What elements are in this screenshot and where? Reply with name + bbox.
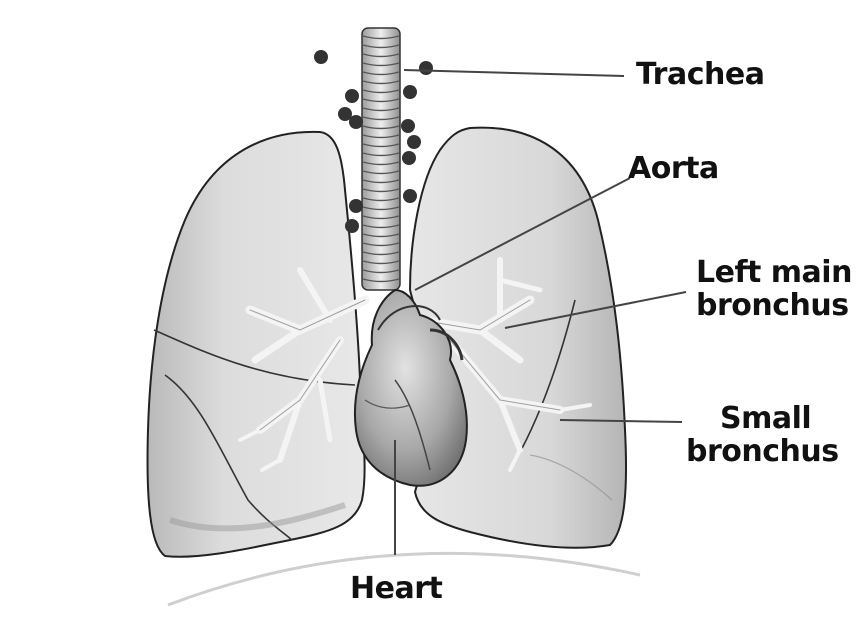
label-left-main-bronchus-line2: bronchus <box>696 289 852 322</box>
dot-marker <box>345 219 359 233</box>
label-small-bronchus: Small bronchus <box>686 402 839 468</box>
dot-marker <box>401 119 415 133</box>
trachea <box>362 28 400 290</box>
dot-marker <box>314 50 328 64</box>
label-small-bronchus-line2: bronchus <box>686 435 839 468</box>
dot-marker <box>349 199 363 213</box>
right-lung <box>148 132 365 557</box>
trachea-leader-line <box>404 70 624 76</box>
label-trachea: Trachea <box>636 58 764 91</box>
label-aorta: Aorta <box>628 152 719 185</box>
label-heart: Heart <box>350 572 442 605</box>
dot-marker <box>349 115 363 129</box>
label-small-bronchus-line1: Small <box>686 402 839 435</box>
label-left-main-bronchus-line1: Left main <box>696 256 852 289</box>
dot-marker <box>407 135 421 149</box>
dot-marker <box>402 151 416 165</box>
dot-marker <box>345 89 359 103</box>
dot-marker <box>419 61 433 75</box>
dot-marker <box>403 85 417 99</box>
dot-marker <box>403 189 417 203</box>
label-left-main-bronchus: Left main bronchus <box>696 256 852 322</box>
